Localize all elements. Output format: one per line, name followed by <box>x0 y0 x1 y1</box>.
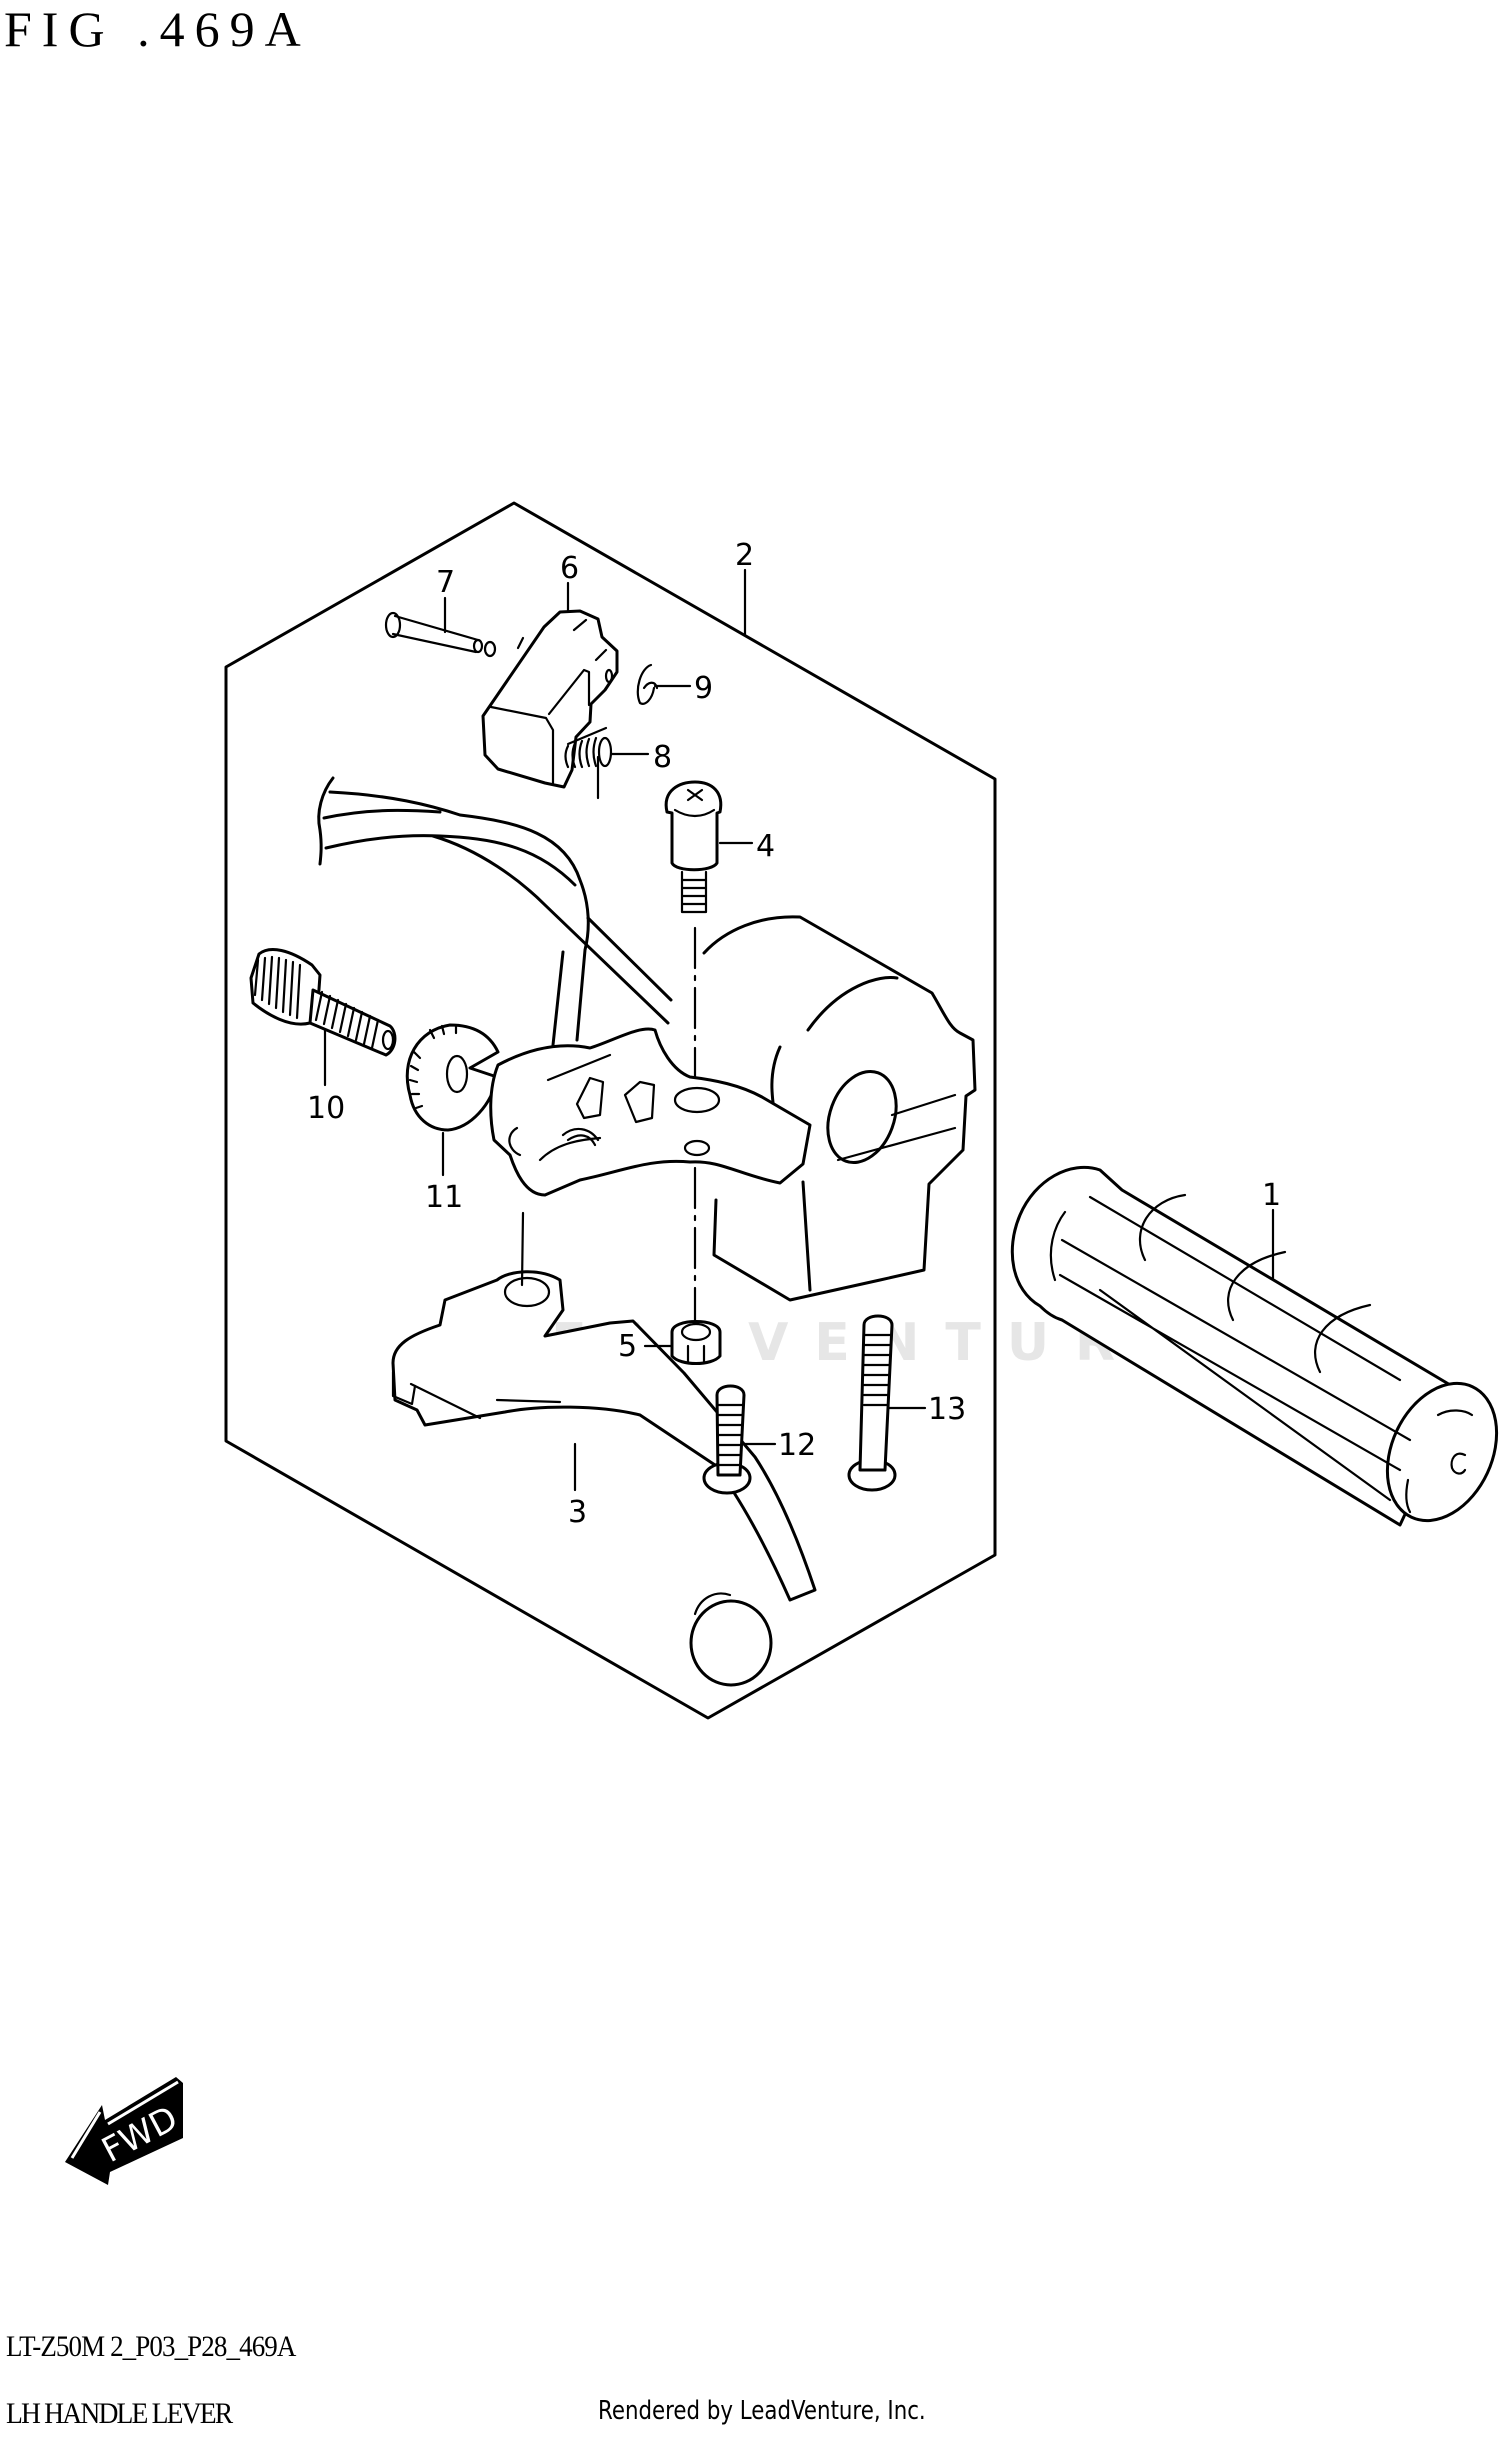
callout-9[interactable]: 9 <box>694 671 713 706</box>
figure-code: LT-Z50M 2_P03_P28_469A <box>6 2330 296 2363</box>
assembly-boundary <box>224 501 997 1720</box>
callout-11[interactable]: 11 <box>425 1180 463 1215</box>
callout-10[interactable]: 10 <box>307 1091 345 1126</box>
adjuster-bolt-part[interactable] <box>249 948 397 1057</box>
render-credit: Rendered by LeadVenture, Inc. <box>598 2396 926 2426</box>
pin-part[interactable] <box>384 611 497 658</box>
figure-name: LH HANDLE LEVER <box>6 2397 233 2430</box>
lock-clamp-part[interactable] <box>481 609 619 789</box>
callout-1[interactable]: 1 <box>1262 1178 1281 1213</box>
figure-title: FIG .469A <box>4 1 311 57</box>
callout-labels: 1 2 3 4 5 6 7 8 9 10 11 12 13 <box>307 538 1281 1530</box>
callout-6[interactable]: 6 <box>560 551 579 586</box>
callout-13[interactable]: 13 <box>928 1392 966 1427</box>
callout-7[interactable]: 7 <box>436 565 455 600</box>
lock-nut-part[interactable] <box>405 1023 500 1132</box>
bolt-part[interactable] <box>847 1314 897 1492</box>
e-clip-part[interactable] <box>636 663 659 705</box>
grip-part[interactable] <box>1010 1165 1500 1538</box>
callout-8[interactable]: 8 <box>653 740 672 775</box>
brake-cable <box>317 776 673 1047</box>
lever-perch <box>489 1027 812 1197</box>
callout-3[interactable]: 3 <box>568 1495 587 1530</box>
callout-12[interactable]: 12 <box>778 1428 816 1463</box>
screw-part[interactable] <box>702 1384 752 1495</box>
nut-part[interactable] <box>670 1320 722 1365</box>
callout-2[interactable]: 2 <box>735 538 754 573</box>
pivot-bolt-part[interactable] <box>664 780 723 914</box>
lever-housing-part[interactable] <box>702 915 977 1302</box>
fwd-arrow-icon: FWD <box>65 2077 184 2185</box>
brake-lever-part[interactable] <box>391 1211 817 1687</box>
callout-5[interactable]: 5 <box>618 1329 637 1364</box>
leader-lines <box>323 568 1275 1492</box>
callout-4[interactable]: 4 <box>756 829 775 864</box>
spring-part[interactable] <box>564 726 613 800</box>
